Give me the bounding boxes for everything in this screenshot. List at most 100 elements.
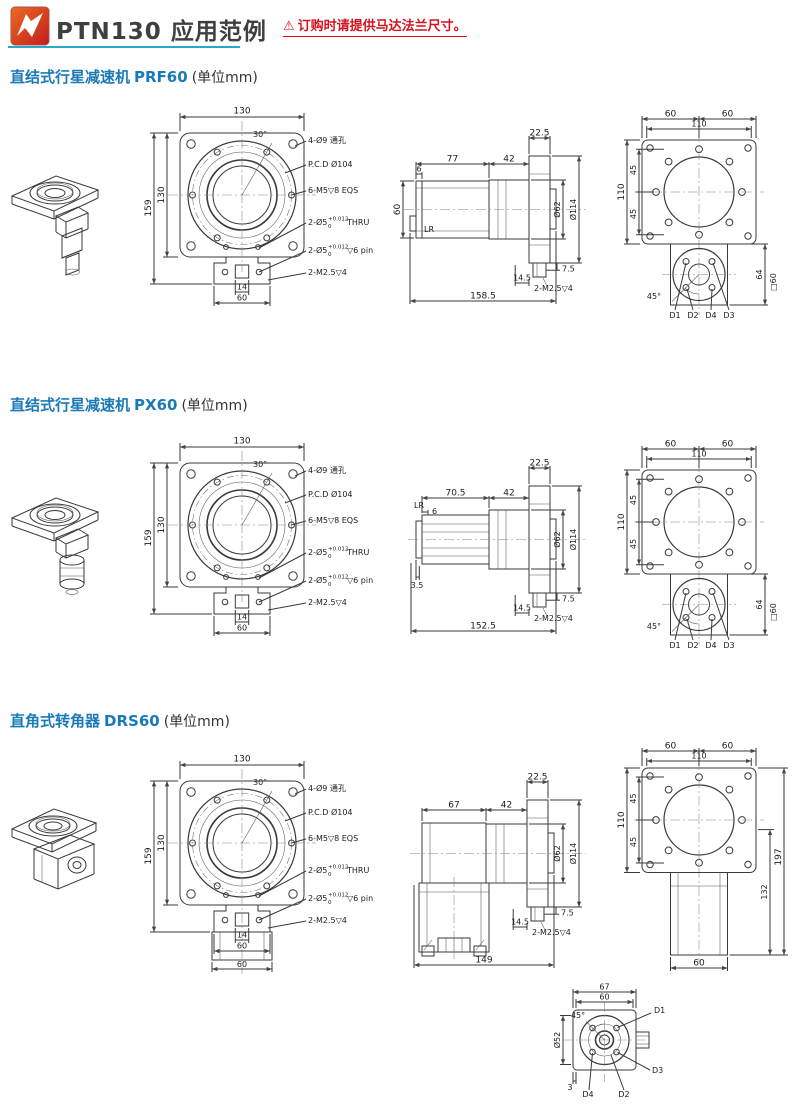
iso-motor-body [54,206,90,276]
bottom-hole-d3: D3 [652,1066,663,1075]
iso-right-angle-gearbox [32,834,96,890]
front-callout-pin-sup: +0.012 [328,893,348,899]
front-dim-tab: 60 [237,942,247,951]
front-callout-thru-sub: 0 [328,224,332,230]
front-view-px60: 130 30° 159 130 14 60 4-Ø9 通孔 P.C.D Ø104… [144,437,373,636]
bottom-dimensions [560,989,637,1084]
bottom-hole-leaders [588,1012,652,1091]
rear-hole-d4: D4 [705,311,716,320]
side-view-px60: 70.5 42 22.5 LR 6 Ø62 Ø114 7.5 3.5 14.5 … [408,459,586,634]
side-dim-step: 6 [416,165,421,174]
side-dim-hub: 14.5 [513,274,531,283]
bottom-angle: 45° [571,1011,585,1020]
front-callout-pin: 2-Ø5 [308,575,327,585]
front-callout-pin-sub: 0 [328,252,332,258]
front-view-drs60: 130 30° 159 130 14 60 60 4-Ø9 通孔 P.C.D Ø… [144,755,373,974]
isometric-view-px60 [10,497,100,595]
side-dim-hub: 14.5 [513,604,531,613]
front-callout-pin-sup: +0.012 [328,245,348,251]
front-callout-pin: 2-Ø5 [308,893,327,903]
front-body [168,121,316,285]
side-dim-gear: 42 [501,801,512,811]
front-callout-tab: 2-M2.5▽4 [308,916,347,925]
front-dim-width: 130 [233,437,250,447]
rear-dim-left-outer: 110 [617,183,627,200]
section-model-label: PRF60 [134,68,188,86]
side-dim-foot: 3.5 [411,581,424,590]
side-dim-flange: 22.5 [529,459,549,469]
bottom-hole-d1: D1 [654,1006,665,1015]
rear-hole-d1: D1 [669,311,680,320]
front-dim-angle: 30° [253,130,267,139]
front-leaders [258,470,307,611]
bottom-dia: Ø52 [552,1032,562,1048]
side-callout-tab: 2-M2.5▽4 [532,928,571,937]
front-callout-thru-suffix: THRU [346,866,369,875]
front-dim-width: 130 [233,107,250,117]
rear-dim-lower: 64 [755,269,764,279]
side-body [408,485,586,608]
side-dim-step: 6 [432,507,437,516]
side-body [410,799,586,960]
front-callout-pin-suffix: ▽6 pin [347,894,373,903]
rear-dim-top-left: 60 [665,742,677,752]
front-dim-tab: 60 [237,294,247,303]
section-type-label: 直角式转角器 [10,712,101,730]
front-callout-thru-sup: +0.012 [328,217,348,223]
side-dia-outer: Ø114 [568,843,578,865]
bottom-dim-offset: 3 [567,1083,572,1092]
side-label-lr: LR [424,225,434,234]
rear-dim-left-a: 45 [629,495,638,505]
rear-dim-top-right: 60 [722,440,734,450]
front-dim-height-outer: 159 [144,529,154,546]
page-title: PTN130 应用范例 [56,19,267,45]
front-dim-base: 60 [237,960,247,969]
rear-hole-d2: D2 [687,311,698,320]
section-model-label: DRS60 [104,712,160,730]
front-dimensions [150,761,305,972]
side-dimensions [410,465,582,634]
isometric-view-prf60 [10,175,100,276]
rear-dim-pattern: 110 [691,752,706,761]
side-dim-body: 70.5 [445,489,465,499]
front-callout-tap: 6-M5▽8 EQS [308,516,358,525]
rear-dim-right-lower: 132 [760,884,769,899]
rear-dim-left-a: 45 [629,793,638,803]
side-dimensions [400,135,582,304]
front-callout-pin-sub: 0 [328,900,332,906]
rear-hole-d1: D1 [669,641,680,650]
front-callout-thru-sub: 0 [328,554,332,560]
side-dim-pilot: 7.5 [562,265,575,274]
front-dim-tab: 60 [237,624,247,633]
front-dim-height-outer: 159 [144,199,154,216]
front-body [168,451,316,615]
side-callout-tab: 2-M2.5▽4 [534,614,573,623]
side-dia-outer: Ø114 [568,199,578,221]
rear-hole-d3: D3 [723,311,734,320]
rear-dimensions [624,748,788,971]
side-dia-inner: Ø62 [552,531,562,547]
front-dim-width: 130 [233,755,250,765]
iso-table-plate [10,175,100,220]
side-dim-total: 158.5 [470,292,496,302]
rear-angle: 45° [647,292,661,301]
section-unit-label: (单位mm) [181,398,248,414]
side-callout-tab: 2-M2.5▽4 [534,284,573,293]
front-dim-height-inner: 130 [157,516,167,533]
side-dia-inner: Ø62 [552,201,562,217]
rear-hole-d4: D4 [705,641,716,650]
front-dim-slot: 14 [237,931,247,940]
front-callout-tap: 6-M5▽8 EQS [308,834,358,843]
warning-text: 订购时请提供马达法兰尺寸。 [297,19,467,34]
rear-dim-top-right: 60 [722,742,734,752]
rear-dimensions [624,116,768,306]
rear-hole-d2: D2 [687,641,698,650]
front-callout-pin-sup: +0.012 [328,575,348,581]
front-callout-pcd: P.C.D Ø104 [308,807,353,817]
front-dim-slot: 14 [237,613,247,622]
side-label-lr: LR [414,501,424,510]
front-callout-thru: 2-Ø5 [308,865,327,875]
front-leaders [258,140,307,281]
